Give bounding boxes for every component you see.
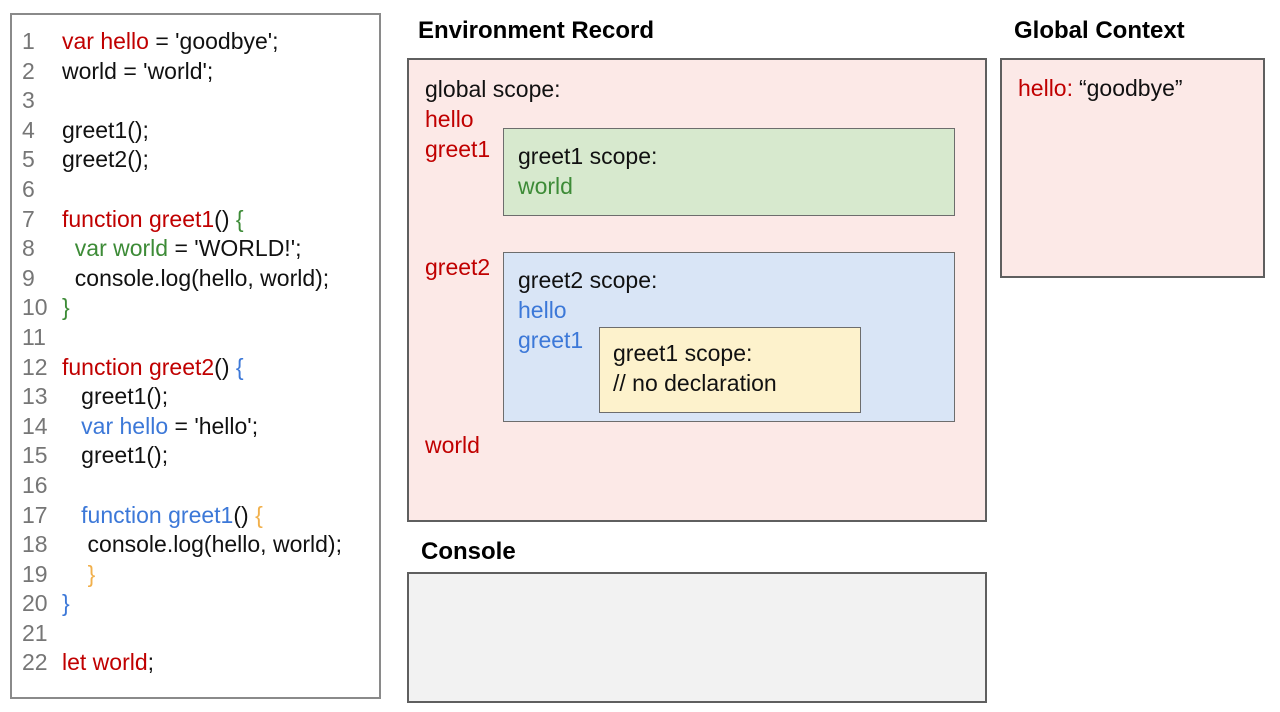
line-number: 20	[22, 590, 48, 617]
line-number: 18	[22, 531, 48, 558]
line-number: 21	[22, 619, 48, 646]
greet1-scope-box: greet1 scope: world	[503, 128, 955, 216]
line-number: 12	[22, 353, 48, 380]
global-context-title: Global Context	[1014, 17, 1185, 44]
code-line: 7 function greet1() {	[12, 205, 379, 235]
code-text: var hello = 'goodbye';	[62, 28, 279, 54]
code-panel: 1 var hello = 'goodbye'; 2 world = 'world';…	[10, 13, 381, 699]
line-number: 3	[22, 87, 35, 114]
code-lines: 1 var hello = 'goodbye'; 2 world = 'world';…	[12, 27, 379, 678]
code-line: 19 }	[12, 560, 379, 590]
line-number: 1	[22, 28, 35, 54]
code-line: 4 greet1();	[12, 116, 379, 146]
global-var-greet1: greet1	[425, 136, 491, 162]
code-line: 18 console.log(hello, world);	[12, 530, 379, 560]
code-line: 16	[12, 471, 379, 501]
code-line: 12 function greet2() {	[12, 353, 379, 383]
code-line: 14 var hello = 'hello';	[12, 412, 379, 442]
code-text: var world = 'WORLD!';	[74, 235, 302, 262]
line-number: 4	[22, 116, 35, 143]
greet1-inner-scope-title: greet1 scope:	[613, 340, 753, 366]
greet2-scope-box: greet2 scope: hello greet1 greet1 scope:…	[503, 252, 955, 422]
console-output-box	[407, 572, 987, 703]
line-number: 9	[22, 264, 35, 291]
code-line: 21	[12, 619, 379, 649]
code-text: world = 'world';	[62, 57, 214, 84]
code-line: 17 function greet1() {	[12, 501, 379, 531]
code-line: 6	[12, 175, 379, 205]
global-context-box: hello:“goodbye”	[1000, 58, 1265, 278]
code-text: function greet1() {	[81, 501, 263, 528]
code-text: greet1();	[62, 116, 149, 143]
code-text: function greet2() {	[62, 353, 244, 380]
code-text: console.log(hello, world);	[62, 531, 342, 558]
line-number: 13	[22, 383, 48, 410]
code-text: }	[62, 294, 70, 321]
line-number: 5	[22, 146, 35, 173]
global-context-entry-key: hello:	[1018, 75, 1073, 101]
code-text: var hello = 'hello';	[81, 412, 259, 439]
line-number: 2	[22, 57, 35, 84]
console-title: Console	[421, 538, 516, 565]
greet1-inner-scope-box: greet1 scope: // no declaration	[599, 327, 861, 413]
line-number: 8	[22, 235, 35, 262]
code-line: 8 var world = 'WORLD!';	[12, 234, 379, 264]
code-line: 22 let world;	[12, 648, 379, 678]
code-line: 2 world = 'world';	[12, 57, 379, 87]
line-number: 16	[22, 471, 48, 498]
line-number: 19	[22, 560, 48, 587]
global-scope-label: global scope:	[425, 76, 561, 102]
greet1-scope-var-world: world	[518, 173, 573, 199]
line-number: 14	[22, 412, 48, 439]
code-line: 15 greet1();	[12, 441, 379, 471]
line-number: 15	[22, 442, 48, 469]
global-var-world: world	[425, 432, 480, 458]
code-text: function greet1() {	[62, 205, 244, 232]
greet2-scope-title: greet2 scope:	[518, 267, 658, 293]
global-context-entry-value: “goodbye”	[1078, 75, 1183, 101]
code-text: console.log(hello, world);	[62, 264, 330, 291]
line-number: 22	[22, 649, 48, 676]
code-text: greet2();	[62, 146, 149, 173]
greet2-scope-var-hello: hello	[518, 297, 567, 323]
code-line: 3	[12, 86, 379, 116]
line-number: 10	[22, 294, 48, 321]
code-line: 5 greet2();	[12, 145, 379, 175]
environment-record-box: global scope: hello greet1 greet2 world …	[407, 58, 987, 522]
greet1-scope-title: greet1 scope:	[518, 143, 658, 169]
code-text: greet1();	[62, 442, 169, 469]
line-number: 7	[22, 205, 35, 232]
code-text: greet1();	[62, 383, 169, 410]
code-text: }	[62, 590, 70, 617]
line-number: 11	[22, 323, 46, 350]
code-line: 1 var hello = 'goodbye';	[12, 27, 379, 57]
global-var-hello: hello	[425, 106, 474, 132]
code-line: 9 console.log(hello, world);	[12, 264, 379, 294]
code-text: let world;	[62, 649, 155, 676]
environment-record-title: Environment Record	[418, 17, 655, 44]
global-context-entry: hello:“goodbye”	[1018, 73, 1247, 103]
greet2-scope-var-greet1: greet1	[518, 327, 584, 353]
code-line: 13 greet1();	[12, 382, 379, 412]
line-number: 6	[22, 175, 35, 202]
code-line: 11	[12, 323, 379, 353]
code-line: 20}	[12, 589, 379, 619]
line-number: 17	[22, 501, 48, 528]
code-line: 10}	[12, 293, 379, 323]
global-var-greet2: greet2	[425, 254, 491, 280]
greet1-inner-scope-comment: // no declaration	[613, 370, 777, 396]
code-text: }	[87, 560, 96, 587]
